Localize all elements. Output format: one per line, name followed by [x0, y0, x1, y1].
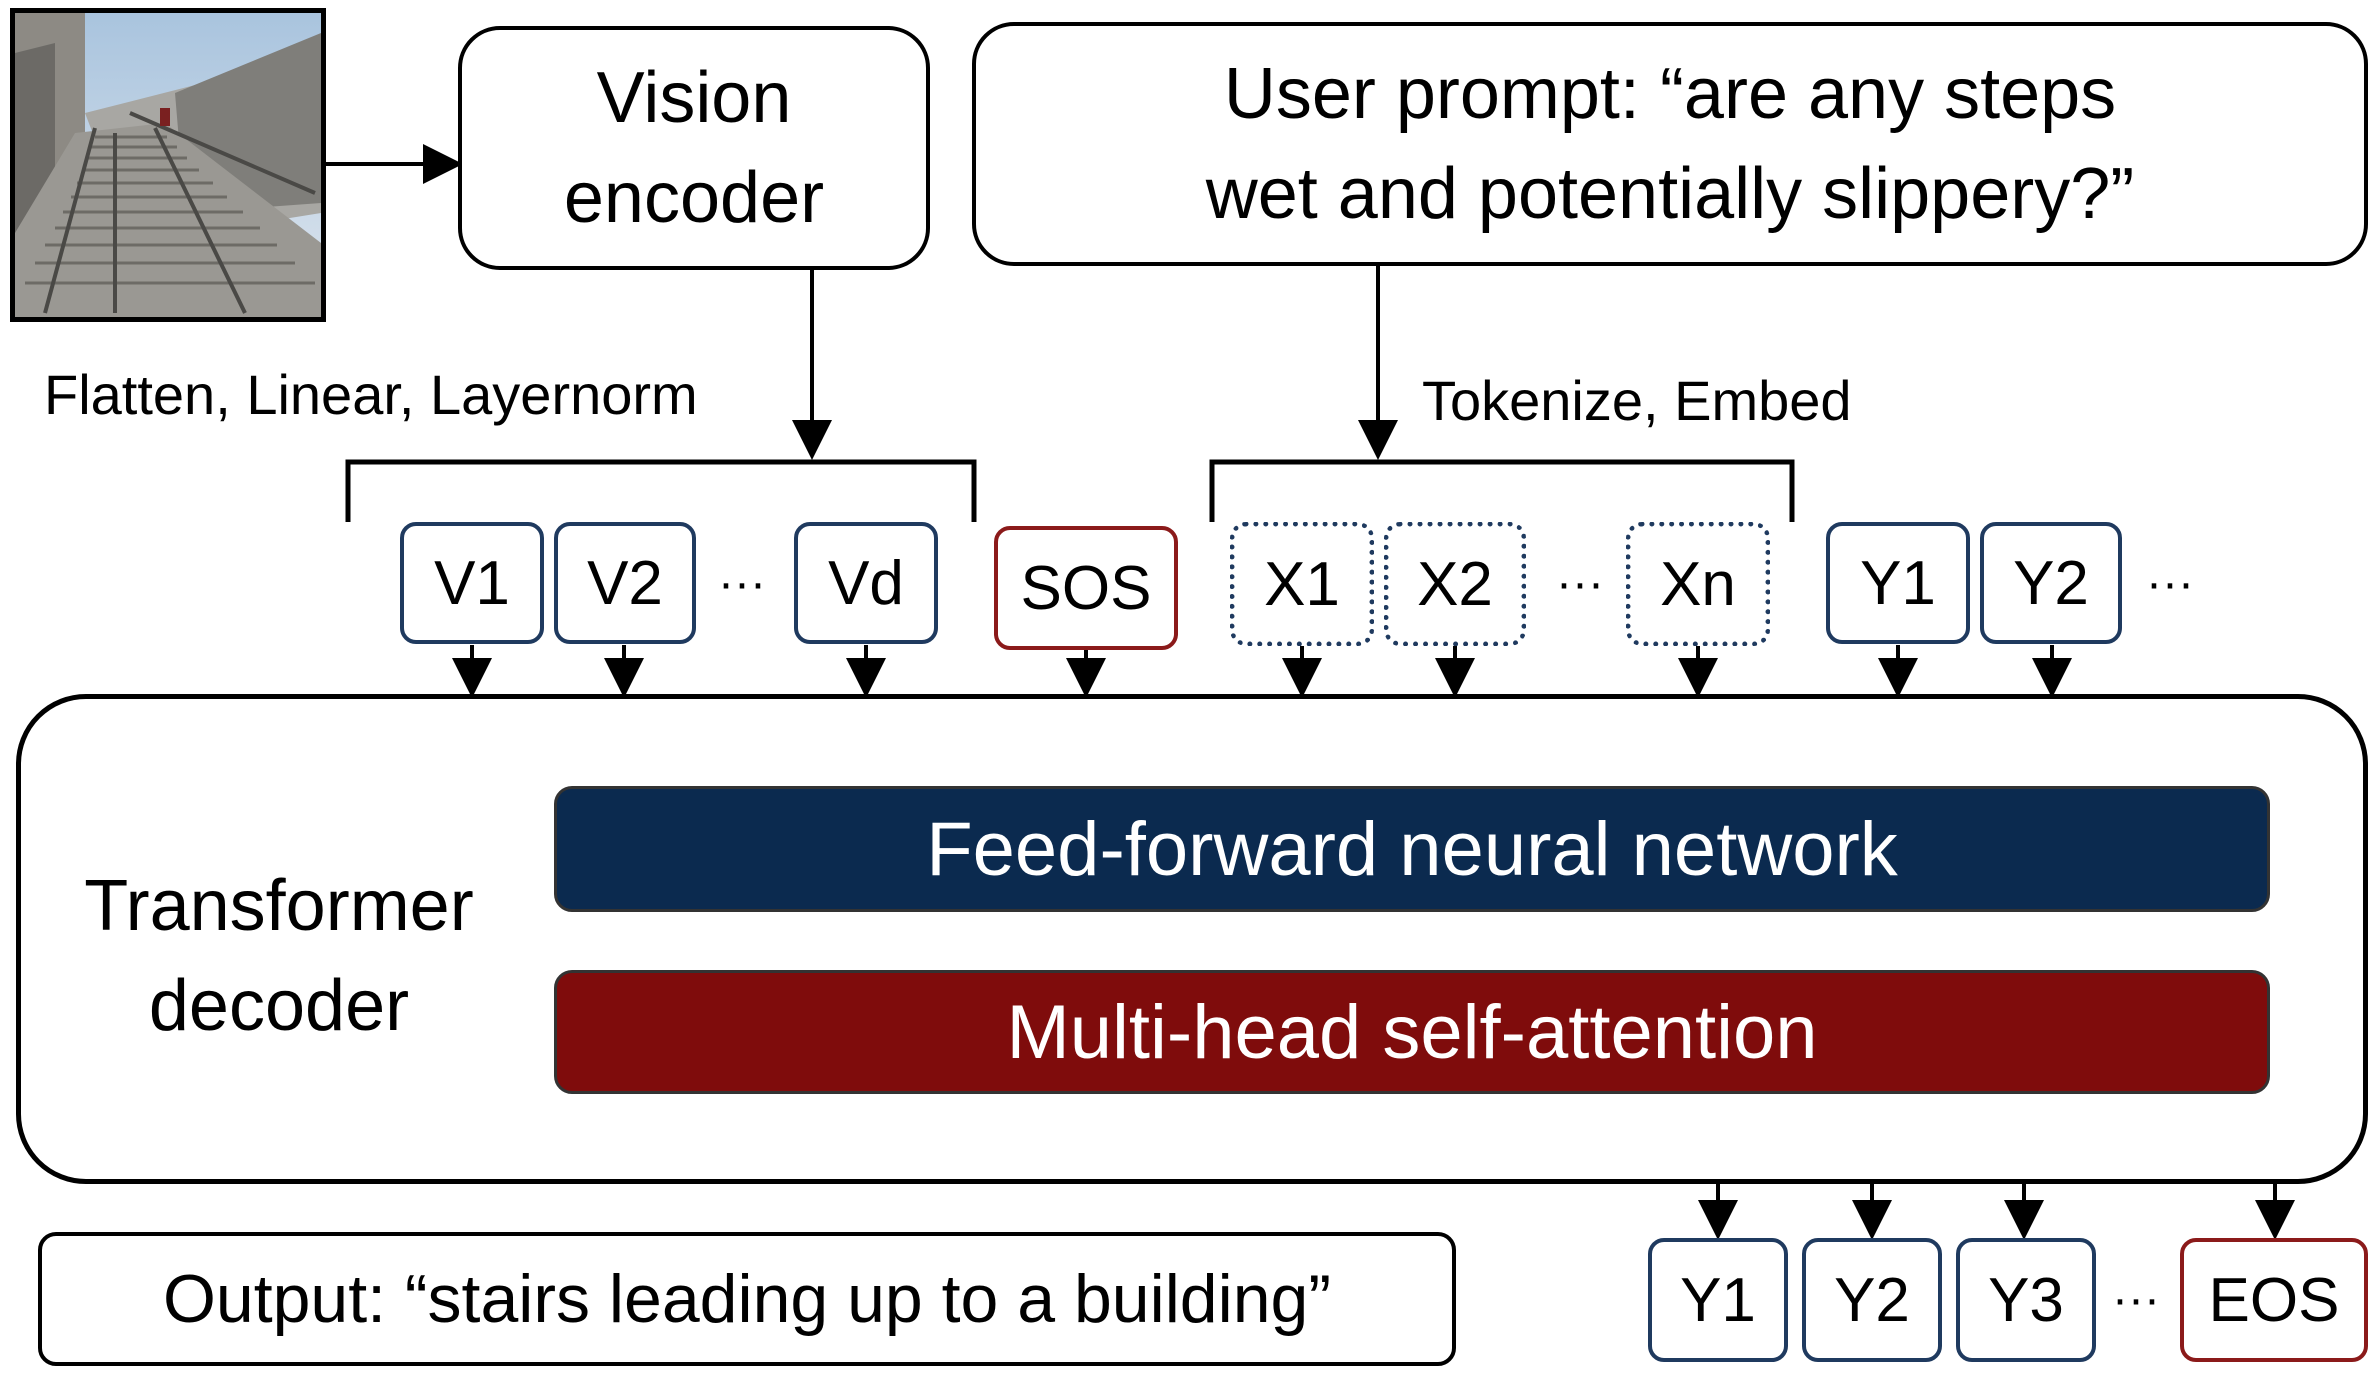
ellipsis-vision: ··· — [718, 557, 766, 610]
token-y2-input: Y2 — [1980, 522, 2122, 644]
ellipsis-text: ··· — [1556, 557, 1604, 610]
transformer-decoder-label: Transformer decoder — [44, 856, 514, 1056]
feed-forward-network-block: Feed-forward neural network — [554, 786, 2270, 912]
vision-encoder-box: Vision encoder — [458, 26, 930, 270]
token-y1-input: Y1 — [1826, 522, 1970, 644]
tokenize-label: Tokenize, Embed — [1422, 369, 1852, 432]
bracket-vision — [345, 459, 977, 522]
flatten-label: Flatten, Linear, Layernorm — [44, 363, 698, 426]
ellipsis-prev-output: ··· — [2146, 557, 2194, 610]
transformer-decoder-line2: decoder — [148, 966, 410, 1046]
token-xn: Xn — [1626, 522, 1770, 646]
bracket-text — [1209, 459, 1795, 522]
transformer-decoder-box — [16, 694, 2368, 1184]
user-prompt-line2: wet and potentially slippery?” — [1205, 154, 2135, 234]
transformer-decoder-line1: Transformer — [84, 866, 474, 946]
stairs-photo-icon — [10, 8, 326, 322]
stairs-photo-drawing — [15, 13, 321, 317]
vision-encoder-line2: encoder — [563, 158, 825, 238]
token-y3-output: Y3 — [1956, 1238, 2096, 1362]
token-input-arrows — [452, 645, 2072, 698]
token-v2: V2 — [554, 522, 696, 644]
ellipsis-output: ··· — [2112, 1273, 2160, 1326]
user-prompt-line1: User prompt: “are any steps — [1223, 54, 2117, 134]
token-y2-output: Y2 — [1802, 1238, 1942, 1362]
vision-encoder-line1: Vision — [596, 58, 792, 138]
token-output-arrows — [1698, 1184, 2295, 1240]
token-vd: Vd — [794, 522, 938, 644]
token-x1: X1 — [1230, 522, 1374, 646]
token-eos: EOS — [2180, 1238, 2368, 1362]
output-text-box: Output: “stairs leading up to a building… — [38, 1232, 1456, 1366]
token-v1: V1 — [400, 522, 544, 644]
multi-head-self-attention-block: Multi-head self-attention — [554, 970, 2270, 1094]
token-x2: X2 — [1384, 522, 1526, 646]
user-prompt-box: User prompt: “are any steps wet and pote… — [972, 22, 2368, 266]
token-sos: SOS — [994, 526, 1178, 650]
token-y1-output: Y1 — [1648, 1238, 1788, 1362]
